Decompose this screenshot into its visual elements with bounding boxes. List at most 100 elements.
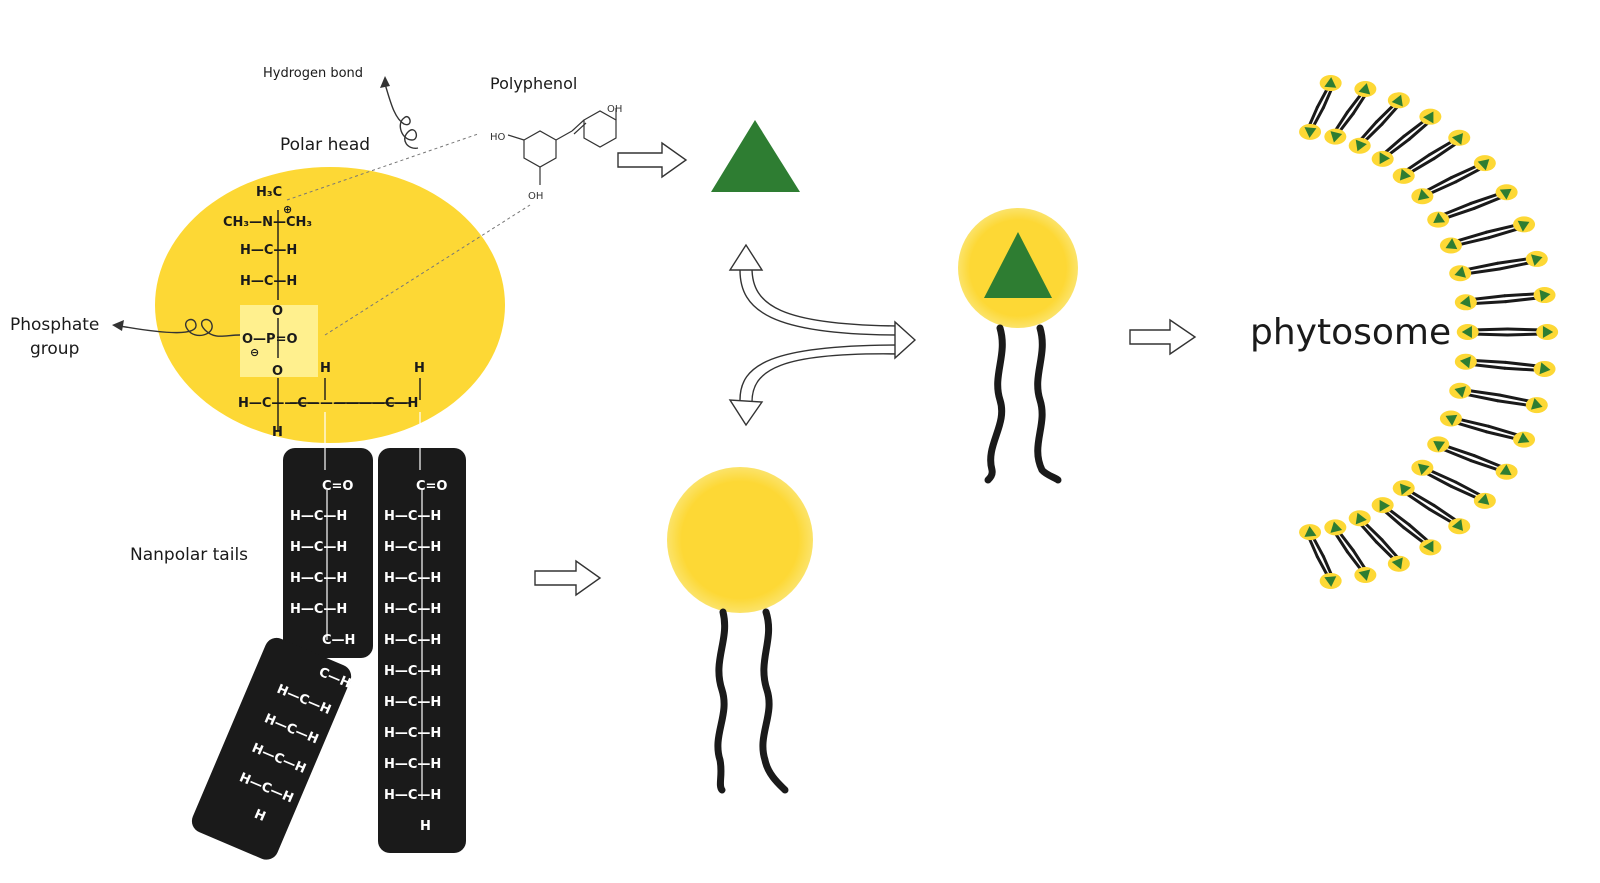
phytosome-vesicle	[1299, 75, 1559, 589]
phosphate-arrowhead	[112, 320, 124, 331]
vesicle-polyphenol	[1399, 168, 1412, 181]
vesicle-polyphenol	[1358, 83, 1371, 95]
phospholipid-symbol	[667, 467, 813, 794]
tl-0: C=O	[322, 479, 353, 494]
vesicle-polyphenol	[1355, 139, 1367, 152]
polyphenol-oh-3: OH	[528, 191, 543, 202]
vesicle-polyphenol	[1399, 483, 1412, 496]
formula-n-row: CH₃—N—CH₃	[223, 215, 312, 230]
vesicle-polyphenol	[1459, 356, 1471, 369]
vesicle-polyphenol	[1531, 254, 1543, 266]
label-phosphate-line2: group	[30, 339, 79, 359]
vesicle-polyphenol	[1379, 152, 1390, 165]
polyphenol-structure	[507, 108, 617, 185]
interaction-dashes	[286, 133, 531, 336]
tl-3: H—C—H	[290, 571, 347, 586]
tl-5: C—H	[322, 633, 355, 648]
formula-o-2: O	[272, 364, 283, 379]
vesicle-polyphenol	[1459, 295, 1471, 308]
arrow-to-phytosome	[1129, 318, 1197, 356]
charge-minus: ⊖	[250, 346, 259, 359]
tr-2: H—C—H	[384, 540, 441, 555]
complex-symbol	[958, 208, 1078, 484]
vesicle-polyphenol	[1304, 526, 1317, 537]
vesicle-tail	[1422, 470, 1454, 488]
label-hydrogen-bond: Hydrogen bond	[263, 66, 363, 81]
tail-left-formula: C=O H—C—H H—C—H H—C—H H—C—H C—H	[290, 479, 355, 648]
vesicle-tail	[1403, 153, 1431, 174]
phospholipid-molecule: H₃C CH₃—N—CH₃ ⊕ H—C—H H—C—H O O—P=O ⊖ O …	[155, 167, 505, 860]
formula-h3c: H₃C	[256, 185, 282, 200]
tr-6: H—C—H	[384, 664, 441, 679]
formula-h-bottom: H	[272, 425, 283, 440]
vesicle-polyphenol	[1539, 362, 1551, 375]
tr-7: H—C—H	[384, 695, 441, 710]
tr-0: C=O	[416, 479, 447, 494]
tl-2: H—C—H	[290, 540, 347, 555]
vesicle-polyphenol	[1417, 189, 1430, 201]
vesicle-polyphenol	[1423, 111, 1434, 124]
three-way-arrow-head-down	[728, 399, 764, 427]
vesicle-polyphenol	[1451, 133, 1464, 145]
formula-h-mid: H	[320, 361, 331, 376]
tr-1: H—C—H	[384, 509, 441, 524]
vesicle-tail	[1454, 165, 1485, 184]
formula-p-row: O—P=O	[242, 332, 298, 347]
vesicle-tail	[1432, 503, 1460, 524]
vesicle-polyphenol	[1330, 521, 1343, 533]
label-nonpolar-tails: Nanpolar tails	[130, 545, 248, 565]
formula-ch-2: H—C—H	[240, 274, 297, 289]
formula-h-right: H	[414, 361, 425, 376]
vesicle-polyphenol	[1355, 512, 1367, 525]
vesicle-polyphenol	[1454, 266, 1466, 278]
three-way-arrow-head-right	[894, 320, 917, 360]
polyphenol-symbol-triangle	[711, 120, 800, 192]
vesicle-polyphenol	[1330, 131, 1343, 143]
vesicle-polyphenol	[1379, 499, 1390, 512]
vesicle-polyphenol	[1461, 326, 1472, 338]
vesicle-polyphenol	[1445, 238, 1458, 250]
arrow-to-polyphenol-symbol	[617, 141, 688, 179]
label-polar-head: Polar head	[280, 135, 370, 155]
vesicle-tail	[1432, 140, 1460, 161]
tr-4: H—C—H	[384, 602, 441, 617]
tr-11: H	[420, 819, 431, 834]
hydrogen-bond-squiggle	[384, 83, 419, 149]
vesicle-polyphenol	[1517, 432, 1530, 444]
vesicle-polyphenol	[1477, 493, 1490, 505]
vesicle-polyphenol	[1304, 127, 1317, 138]
vesicle-polyphenol	[1391, 94, 1403, 107]
vesicle-polyphenol	[1391, 557, 1403, 570]
vesicle-tail	[1454, 480, 1485, 499]
vesicle-polyphenol	[1531, 398, 1543, 410]
three-way-arrow	[739, 267, 901, 403]
vesicle-polyphenol	[1517, 220, 1530, 232]
tr-5: H—C—H	[384, 633, 441, 648]
nonpolar-tail-left	[191, 448, 373, 860]
vesicle-tail	[1403, 490, 1431, 511]
tlb-5: H	[252, 807, 268, 825]
vesicle-polyphenol	[1454, 386, 1466, 398]
vesicle-polyphenol	[1417, 463, 1430, 475]
vesicle-polyphenol	[1445, 414, 1458, 426]
vesicle-polyphenol	[1358, 569, 1371, 581]
label-phosphate-line1: Phosphate	[10, 315, 99, 335]
tr-3: H—C—H	[384, 571, 441, 586]
vesicle-polyphenol	[1542, 326, 1554, 338]
phosphate-squiggle	[119, 318, 241, 337]
vesicle-polyphenol	[1433, 440, 1446, 452]
tr-8: H—C—H	[384, 726, 441, 741]
phosphate-highlight	[240, 305, 318, 377]
vesicle-polyphenol	[1324, 77, 1337, 88]
tr-10: H—C—H	[384, 788, 441, 803]
tl-4: H—C—H	[290, 602, 347, 617]
tail-right-formula: C=O H—C—H H—C—H H—C—H H—C—H H—C—H H—C—H …	[384, 479, 447, 834]
polyphenol-oh-2: OH	[607, 104, 622, 115]
vesicle-polyphenol	[1477, 159, 1490, 171]
formula-ch-1: H—C—H	[240, 243, 297, 258]
label-polyphenol: Polyphenol	[490, 74, 577, 93]
head-bonds	[277, 210, 421, 430]
vesicle-polyphenol	[1324, 576, 1337, 587]
hydrogen-bond-arrowhead	[380, 76, 390, 88]
